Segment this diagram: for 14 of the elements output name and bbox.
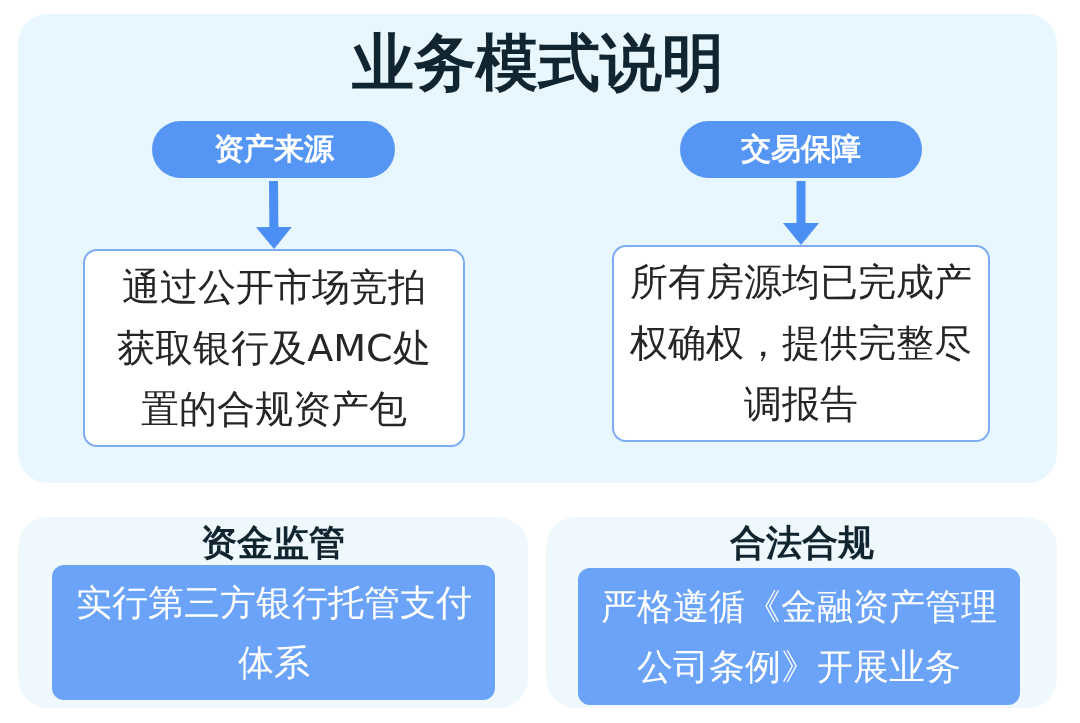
panel — [18, 517, 528, 708]
arrow — [255, 180, 292, 249]
category-pill: 资产来源 — [152, 121, 395, 178]
panel-heading: 业务模式说明 — [350, 28, 725, 98]
panel — [546, 517, 1057, 708]
arrow — [783, 181, 819, 245]
panel-heading: 合法合规 — [728, 521, 875, 565]
info-box: 实行第三方银行托管支付体系 — [52, 565, 495, 700]
info-box: 严格遵循《金融资产管理公司条例》开展业务 — [578, 568, 1020, 705]
category-pill: 交易保障 — [680, 121, 922, 178]
text-box: 通过公开市场竞拍获取银行及AMC处置的合规资产包 — [83, 249, 465, 447]
panel-heading: 资金监管 — [200, 521, 346, 565]
panel — [18, 14, 1057, 483]
text-box: 所有房源均已完成产权确权，提供完整尽调报告 — [612, 245, 990, 442]
